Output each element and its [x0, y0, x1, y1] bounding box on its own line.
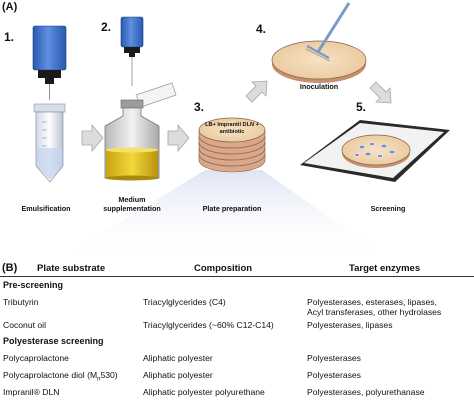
step-1-caption: Emulsification — [21, 204, 71, 213]
step-4-number: 4. — [256, 22, 267, 36]
highlight-fan — [60, 170, 390, 260]
screening-plate-icon — [300, 120, 450, 182]
header-divider — [0, 276, 474, 277]
header-substrate: Plate substrate — [37, 263, 106, 274]
syringe-2-icon — [120, 16, 144, 86]
row-impranil-composition: Aliphatic polyester polyurethane — [143, 387, 265, 397]
medium-bottle-icon — [104, 99, 160, 181]
inoculation-plate-icon — [271, 2, 367, 83]
plate-label: LB+ Imprantil DLN + antibiotic — [205, 122, 259, 135]
row-pcldiol-enzymes: Polyesterases — [307, 370, 361, 380]
row-pcldiol-composition: Aliphatic polyester — [143, 370, 213, 380]
row-coconut-substrate: Coconut oil — [3, 320, 46, 330]
step-1-number: 1. — [4, 30, 15, 44]
panel-a-label: (A) — [2, 1, 18, 13]
falcon-tube-icon — [33, 103, 66, 183]
row-impranil-substrate: Impranil® DLN — [3, 387, 60, 397]
header-enzymes: Target enzymes — [349, 263, 421, 274]
row-pcl-enzymes: Polyesterases — [307, 353, 361, 363]
arrow-step1-to-2 — [81, 123, 104, 153]
section-polyesterase-screening: Polyesterase screening — [3, 336, 104, 346]
step-3-number: 3. — [194, 100, 205, 114]
row-pcl-substrate: Polycaprolactone — [3, 353, 69, 363]
syringe-1-icon — [32, 25, 67, 100]
section-pre-screening: Pre-screening — [3, 280, 64, 290]
workflow-diagram — [32, 2, 450, 260]
step-2-caption: Medium supplementation — [103, 195, 161, 213]
arrow-step3-to-4 — [245, 80, 268, 103]
arrow-step2-to-3 — [167, 123, 190, 153]
panel-b-label: (B) — [2, 262, 18, 274]
step-3-caption: Plate preparation — [202, 204, 262, 213]
row-coconut-composition: Triacylglycerides (~60% C12-C14) — [143, 320, 274, 330]
row-tributyrin-substrate: Tributyrin — [3, 297, 39, 307]
step-5-caption: Screening — [370, 204, 406, 213]
header-composition: Composition — [194, 263, 253, 274]
row-impranil-enzymes: Polyesterases, polyurethanase — [307, 387, 425, 397]
row-pcl-composition: Aliphatic polyester — [143, 353, 213, 363]
stacked-plates-icon — [198, 117, 266, 173]
row-tributyrin-composition: Triacylglycerides (C4) — [143, 297, 226, 307]
row-pcldiol-substrate: Polycaprolactone diol (Mn530) — [3, 370, 118, 383]
step-2-number: 2. — [101, 20, 112, 34]
row-tributyrin-enzymes-1: Polyesterases, esterases, lipases, — [307, 297, 437, 307]
row-coconut-enzymes: Polyesterases, lipases — [307, 320, 393, 330]
step-4-caption: Inoculation — [299, 82, 339, 91]
arrow-step4-to-5 — [369, 81, 392, 104]
step-5-number: 5. — [356, 100, 367, 114]
row-tributyrin-enzymes-2: Acyl transferases, other hydrolases — [307, 307, 442, 317]
